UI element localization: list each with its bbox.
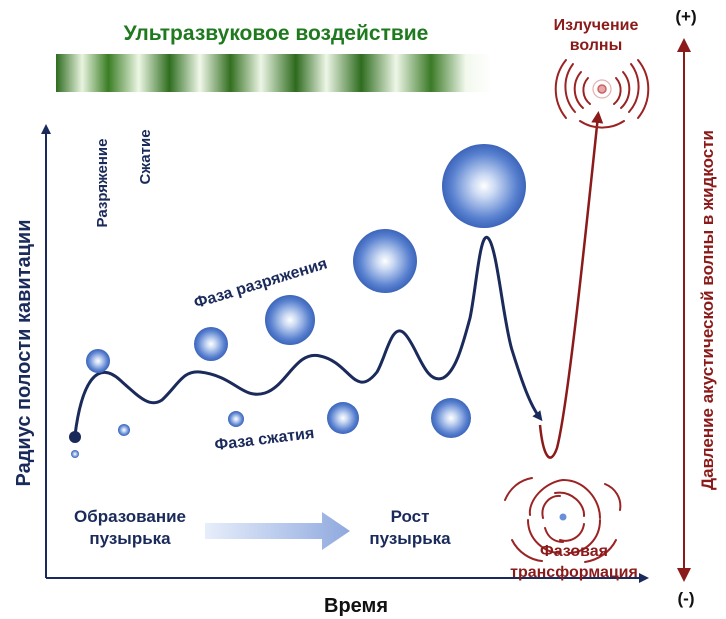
emission-label-line1: Излучение: [554, 17, 639, 34]
bubble: [228, 411, 244, 427]
band-label-rarefaction: Разряжение: [94, 139, 111, 228]
bubble: [442, 144, 526, 228]
transformation-label-line1: Фазовая: [540, 543, 608, 560]
band-label-compression: Сжатие: [137, 129, 154, 184]
phase-label-compression: Фаза сжатия: [214, 425, 316, 454]
stage-nucleation-line1: Образование: [74, 507, 186, 526]
transformation-label-line2: трансформация: [510, 564, 638, 581]
pressure-axis-label: Давление акустической волны в жидкости: [698, 130, 717, 490]
bubble: [431, 398, 471, 438]
bubble: [353, 229, 417, 293]
emission-label-line2: волны: [570, 37, 623, 54]
nucleus-dot: [559, 513, 567, 521]
x-axis-label: Время: [324, 595, 388, 617]
pressure-axis-bottom-arrowhead: [677, 568, 691, 582]
y-axis-label: Радиус полости кавитации: [13, 220, 35, 487]
stage-nucleation-line2: пузырька: [89, 529, 171, 548]
growth-arrow: [205, 512, 350, 550]
bubble: [118, 424, 130, 436]
bubble: [86, 349, 110, 373]
radius-curve: [73, 235, 543, 436]
ultrasound-band: [56, 54, 492, 92]
bubble: [327, 402, 359, 434]
bubble: [71, 450, 79, 458]
pressure-axis-top-arrowhead: [677, 38, 691, 52]
stage-growth-line2: пузырька: [369, 529, 451, 548]
stage-growth-line1: Рост: [391, 507, 430, 526]
bubble: [265, 295, 315, 345]
diagram-title: Ультразвуковое воздействие: [124, 22, 429, 45]
pressure-low-label: (-): [678, 589, 695, 608]
pressure-high-label: (+): [675, 7, 696, 26]
emission-wave-icon: [554, 59, 650, 129]
bubble: [194, 327, 228, 361]
emission-arrow: [538, 111, 604, 459]
phase-transformation-icon: [504, 477, 622, 563]
curve-start-dot: [69, 431, 81, 443]
